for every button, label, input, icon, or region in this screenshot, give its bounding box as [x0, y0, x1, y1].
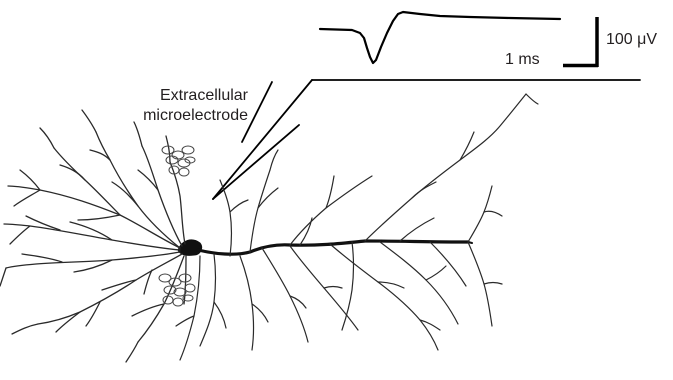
neuron-drawing: [0, 94, 538, 362]
microelectrode-outline: [213, 80, 640, 199]
basal-dendrites: [0, 110, 186, 362]
neuron-soma: [178, 240, 202, 255]
neuron-axon: [198, 241, 468, 254]
apical-dendrites: [220, 94, 538, 256]
scale-time-label: 1 ms: [505, 50, 540, 70]
glial-cells: [159, 146, 195, 306]
electrode-label-line2: microelectrode: [88, 106, 248, 126]
scale-amplitude-label: 100 μV: [606, 30, 657, 50]
electrode-label-line1: Extracellular: [88, 86, 248, 106]
electrode-label: Extracellular microelectrode: [88, 86, 248, 126]
descending-dendrites: [176, 186, 502, 360]
scale-bar: [563, 17, 598, 67]
